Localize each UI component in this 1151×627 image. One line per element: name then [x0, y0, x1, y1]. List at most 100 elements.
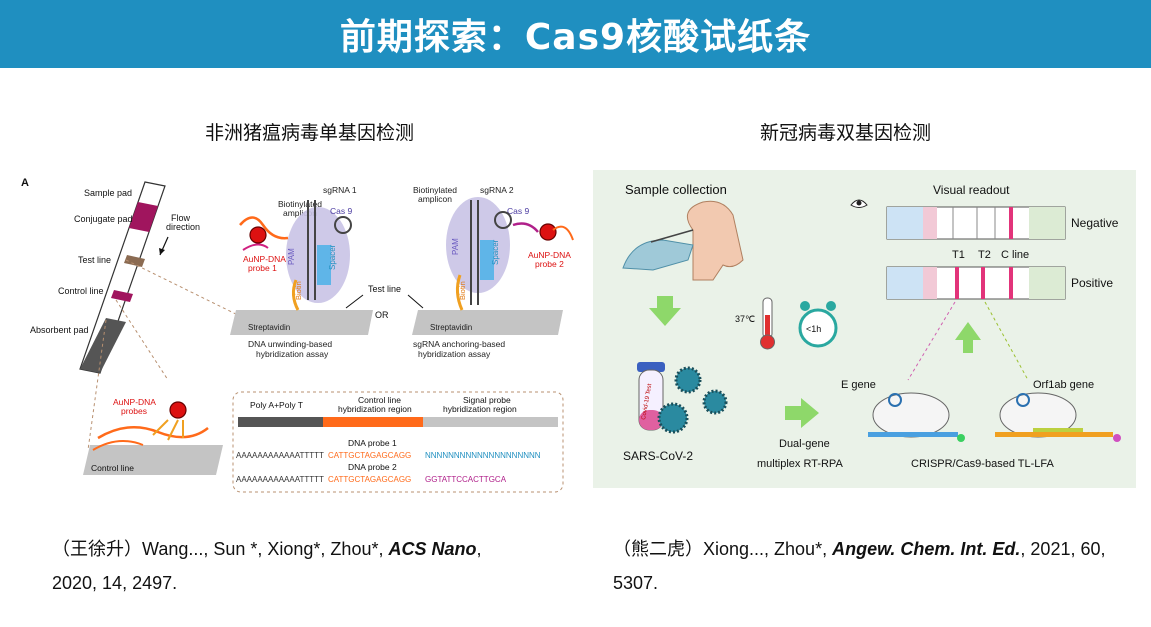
strip-label-conjugate: Conjugate pad [74, 214, 133, 224]
d1-biotin-2: amplicon [283, 208, 317, 218]
sample-collection-label: Sample collection [625, 182, 727, 197]
slide-title: 前期探索：Cas9核酸试纸条 [339, 17, 812, 58]
seq-probe-2-a: AAAAAAAAAAAATTTTT [236, 475, 324, 484]
d1-strep: Streptavidin [248, 323, 290, 332]
seq-region-1: Poly A+Poly T [250, 400, 303, 410]
d1-probe-1: AuNP-DNA [243, 254, 286, 264]
d2-strep: Streptavidin [430, 323, 472, 332]
left-subtitle: 非洲猪瘟病毒单基因检测 [205, 122, 415, 144]
left-citation-authors: （王徐升）Wang..., Sun *, Xiong*, Zhou*, [52, 539, 389, 559]
d2-sgrna: sgRNA 2 [480, 185, 514, 195]
cas9-complex-2 [995, 392, 1121, 442]
e-gene-label: E gene [841, 379, 876, 391]
d2-probe-1: AuNP-DNA [528, 250, 571, 260]
crispr-label: CRISPR/Cas9-based TL-LFA [911, 458, 1055, 470]
clock-icon [798, 301, 838, 348]
thermometer-icon [760, 297, 775, 350]
d2-caption-2: hybridization assay [418, 349, 491, 359]
d1-spacer: Spacer [328, 244, 337, 270]
d2-caption-1: sgRNA anchoring-based [413, 339, 505, 349]
sars-figure-svg: Sample collection 37℃ <1h Covid-19 Test … [622, 182, 1121, 470]
temp-label: 37℃ [735, 314, 755, 324]
t2-label: T2 [978, 249, 991, 261]
up-arrow-icon [955, 322, 981, 353]
asfv-figure-svg: A Sample pad Conjugate pad Test line Con… [21, 177, 574, 493]
d1-biotin: Biotin [294, 281, 303, 300]
seq-region-2b: hybridization region [338, 404, 412, 414]
negative-strip [886, 206, 1066, 240]
orf-gene-pointer [984, 301, 1029, 381]
seq-region-3a: Signal probe [463, 395, 511, 405]
lateral-flow-strip [79, 181, 166, 374]
right-citation: （熊二虎）Xiong..., Zhou*, Angew. Chem. Int. … [613, 532, 1133, 600]
seq-probe-1-a: AAAAAAAAAAAATTTTT [236, 451, 324, 460]
seq-probe-2-title: DNA probe 2 [348, 462, 397, 472]
swab-illustration [622, 200, 744, 281]
time-label: <1h [806, 324, 821, 334]
virus-icons [657, 366, 728, 434]
d1-caption-2: hybridization assay [256, 349, 329, 359]
seq-probe-1-c: NNNNNNNNNNNNNNNNNNNN [425, 451, 541, 460]
panel-letter: A [21, 177, 29, 189]
d1-sgrna: sgRNA 1 [323, 185, 357, 195]
seq-probe-1-b: CATTGCTAGAGCAGG [328, 451, 411, 460]
rpa-label-1: Dual-gene [779, 438, 830, 450]
strip-label-test: Test line [78, 255, 111, 265]
left-citation-journal: ACS Nano [388, 539, 477, 559]
right-citation-rest: , 2021, 60, 5307. [613, 539, 1106, 593]
d1-caption-1: DNA unwinding-based [248, 339, 332, 349]
right-citation-journal: Angew. Chem. Int. Ed. [832, 539, 1021, 559]
d1-pam: PAM [287, 248, 296, 265]
seq-probe-2-b: CATTGCTAGAGCAGG [328, 475, 411, 484]
strip-label-control: Control line [58, 286, 104, 296]
flow-label-2: direction [166, 222, 200, 232]
virus-label: SARS-CoV-2 [623, 449, 693, 463]
test-tube-icon [637, 362, 665, 431]
control-line-diagram: AuNP-DNA probes Control line [83, 397, 223, 475]
title-bar: 前期探索：Cas9核酸试纸条 [0, 0, 1151, 68]
t1-label: T1 [952, 249, 965, 261]
sars-cov2-lateral-flow-figure: Sample collection 37℃ <1h Covid-19 Test … [593, 170, 1136, 488]
d2-probe-2: probe 2 [535, 259, 564, 269]
rpa-label-2: multiplex RT-RPA [757, 458, 843, 470]
cas9-complex-1 [868, 392, 965, 442]
d2-biotin-1: Biotinylated [413, 185, 457, 195]
sgrna-anchoring-diagram: Biotinylated amplicon sgRNA 2 Cas 9 PAM … [412, 185, 574, 359]
seq-probe-2-c: GGTATTCCACTTGCA [425, 475, 507, 484]
seq-region-2a: Control line [358, 395, 401, 405]
d1-cas9: Cas 9 [330, 206, 352, 216]
ctrl-probe-2: probes [121, 406, 147, 416]
asfv-lateral-flow-figure: A Sample pad Conjugate pad Test line Con… [18, 170, 578, 500]
test-line-label: Test line [368, 284, 401, 294]
d2-biotin: Biotin [458, 281, 467, 300]
right-citation-authors: （熊二虎）Xiong..., Zhou*, [613, 539, 833, 559]
seq-region-3b: hybridization region [443, 404, 517, 414]
right-arrow-icon [785, 398, 819, 428]
ctrl-label: Control line [91, 463, 134, 473]
positive-label: Positive [1071, 276, 1113, 290]
left-citation: （王徐升）Wang..., Sun *, Xiong*, Zhou*, ACS … [52, 532, 522, 600]
down-arrow-icon [649, 296, 681, 326]
or-label: OR [375, 310, 389, 320]
d2-spacer: Spacer [491, 239, 500, 265]
visual-readout-label: Visual readout [933, 183, 1010, 197]
d1-probe-2: probe 1 [248, 263, 277, 273]
negative-label: Negative [1071, 216, 1119, 230]
sequence-box: Poly A+Poly T Control line hybridization… [232, 391, 564, 493]
orf-gene-label: Orf1ab gene [1033, 379, 1094, 391]
strip-label-sample: Sample pad [84, 188, 132, 198]
positive-strip [886, 266, 1066, 300]
e-gene-pointer [907, 301, 956, 381]
d2-pam: PAM [451, 238, 460, 255]
left-citation-rest: , 2020, 14, 2497. [52, 539, 482, 593]
cline-label: C line [1001, 249, 1029, 261]
strip-label-absorbent: Absorbent pad [30, 325, 89, 335]
d2-biotin-2: amplicon [418, 194, 452, 204]
eye-icon [850, 199, 868, 208]
right-subtitle: 新冠病毒双基因检测 [760, 122, 932, 144]
seq-probe-1-title: DNA probe 1 [348, 438, 397, 448]
flow-label-1: Flow [171, 213, 191, 223]
d1-biotin-1: Biotinylated [278, 199, 322, 209]
dna-unwinding-diagram: Biotinylated amplicon sgRNA 1 Cas 9 PAM … [230, 185, 373, 359]
d2-cas9: Cas 9 [507, 206, 529, 216]
